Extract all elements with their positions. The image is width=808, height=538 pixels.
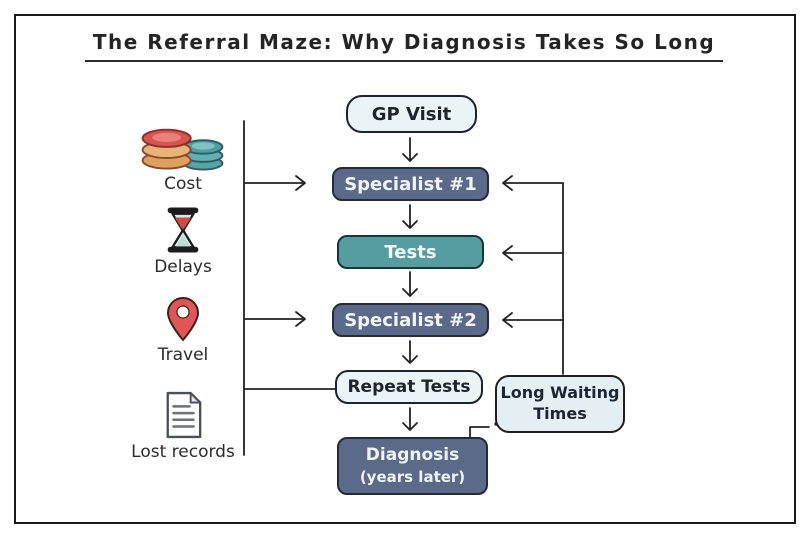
node-sublabel: (years later) [359, 468, 466, 487]
factor-label: Travel [157, 345, 209, 365]
factor-delays: Delays [133, 206, 233, 277]
node-tests: Tests [337, 235, 484, 269]
diagram-frame [14, 14, 796, 524]
factor-cost: Cost [133, 121, 233, 194]
note-long-waiting-times: Long Waiting Times [495, 375, 625, 433]
diagram-title: The Referral Maze: Why Diagnosis Takes S… [84, 30, 724, 62]
factor-label: Lost records [131, 442, 235, 462]
node-label: Specialist #1 [344, 173, 477, 195]
map-pin-icon [167, 297, 199, 341]
node-diagnosis: Diagnosis (years later) [337, 437, 488, 495]
node-specialist-1: Specialist #1 [332, 167, 489, 201]
factor-lost-records: Lost records [118, 391, 248, 462]
node-label: GP Visit [371, 103, 452, 125]
node-repeat-tests: Repeat Tests [335, 370, 483, 404]
node-gp-visit: GP Visit [346, 95, 477, 133]
title-wrap: The Referral Maze: Why Diagnosis Takes S… [0, 30, 808, 62]
node-label: Specialist #2 [344, 309, 477, 331]
node-specialist-2: Specialist #2 [332, 303, 489, 337]
factor-travel: Travel [133, 296, 233, 365]
factor-label: Cost [164, 174, 202, 194]
note-line-1: Long Waiting [500, 383, 620, 403]
hourglass-icon [167, 207, 199, 253]
coins-icon [141, 128, 224, 171]
note-line-2: Times [533, 404, 587, 423]
node-label: Tests [384, 241, 437, 263]
node-label: Repeat Tests [347, 377, 471, 397]
factor-label: Delays [154, 257, 212, 277]
node-label: Diagnosis [365, 445, 460, 466]
document-icon [166, 391, 202, 439]
